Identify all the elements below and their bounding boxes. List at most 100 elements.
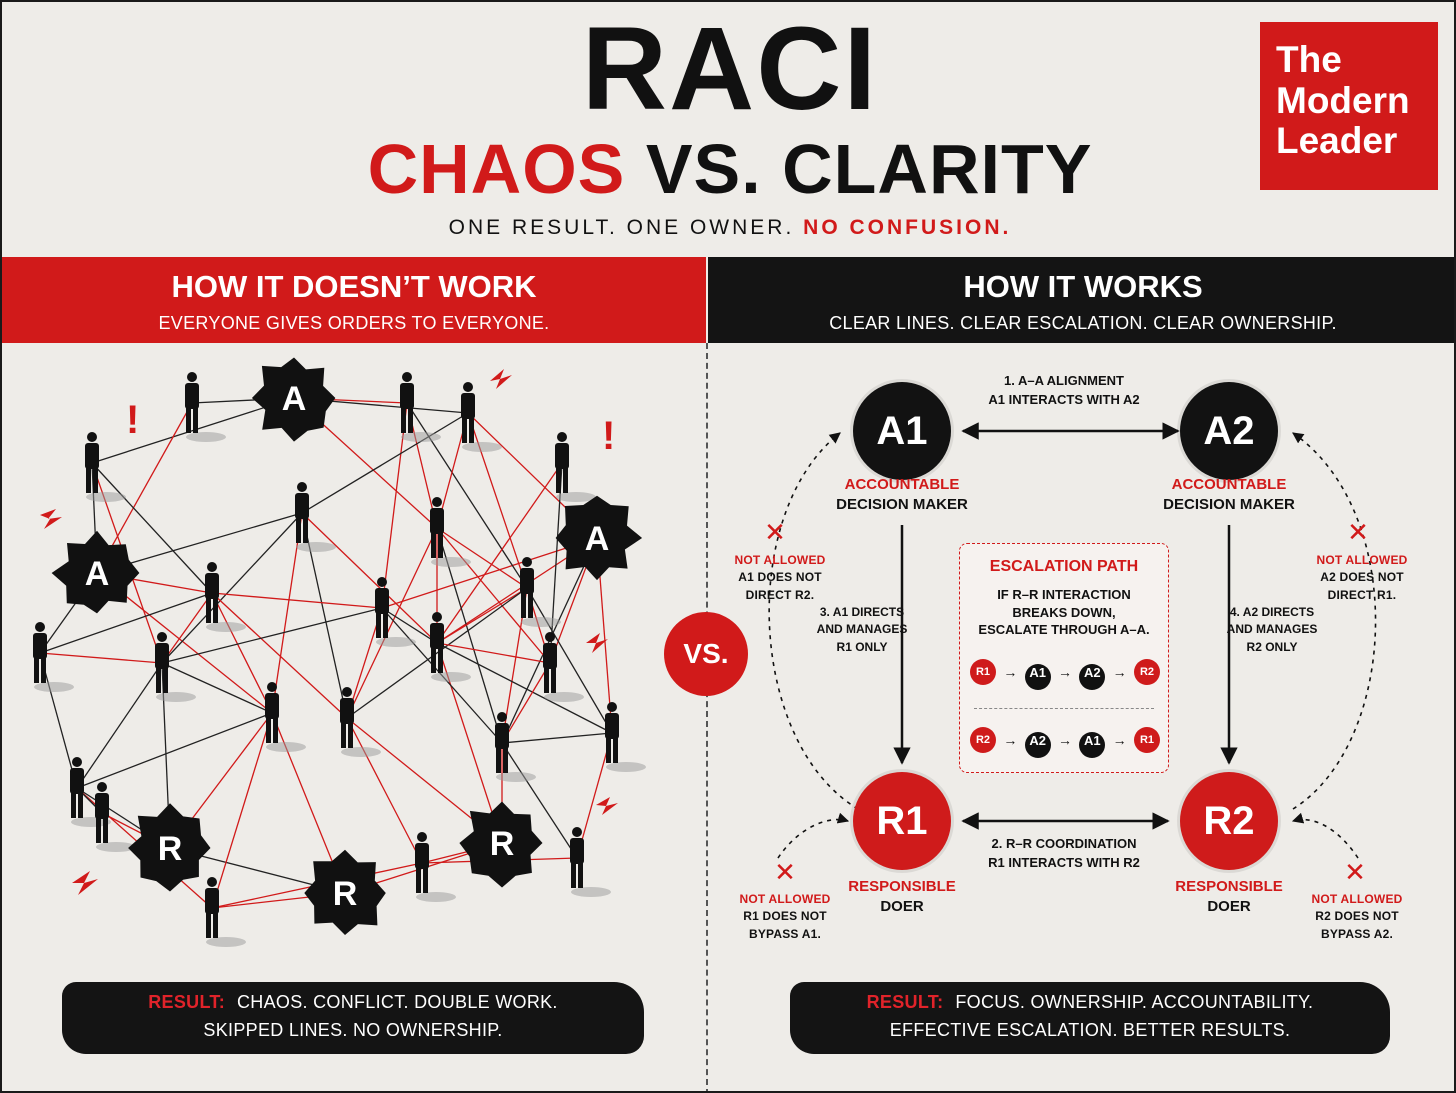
role-a1-title: ACCOUNTABLE — [792, 475, 1012, 495]
aa-alignment-label: 1. A–A ALIGNMENT A1 INTERACTS WITH A2 — [959, 372, 1169, 410]
hub-label: A — [85, 555, 110, 593]
chaos-arrow-line — [40, 653, 162, 663]
a1-directs-label: 3. A1 DIRECTS AND MANAGES R1 ONLY — [792, 604, 932, 656]
exclaim-icon: ! — [126, 398, 139, 442]
logo-line-1: The — [1276, 40, 1422, 81]
rr-coordination-label: 2. R–R COORDINATION R1 INTERACTS WITH R2 — [959, 835, 1169, 873]
person-silhouette-icon — [295, 482, 336, 552]
node-r2: R2 — [1180, 772, 1278, 870]
r2-bypass-dashed-path — [1293, 820, 1358, 858]
chaos-arrow-line — [382, 538, 597, 608]
chaos-hub-accountable: A — [556, 496, 643, 580]
role-a1: ACCOUNTABLE DECISION MAKER — [792, 475, 1012, 514]
a2-directs-label: 4. A2 DIRECTS AND MANAGES R2 ONLY — [1202, 604, 1342, 656]
chaos-hub-accountable: A — [252, 358, 336, 442]
person-silhouette-icon — [205, 562, 246, 632]
chaos-arrow-line — [212, 713, 272, 908]
chaos-arrow-line — [437, 588, 527, 643]
person-silhouette-icon — [415, 832, 456, 902]
lightning-icon — [72, 871, 98, 895]
x-icon: ✕ — [770, 857, 800, 888]
person-silhouette-icon — [155, 632, 196, 702]
role-r2-desc: DOER — [1207, 898, 1250, 915]
not-allowed-tr: NOT ALLOWED A2 DOES NOT DIRECT R1. — [1307, 552, 1417, 604]
lightning-icon — [490, 369, 512, 389]
chaos-arrow-line — [77, 713, 272, 788]
chaos-hub-accountable: A — [52, 531, 140, 614]
logo-line-2: Modern — [1276, 81, 1422, 122]
person-silhouette-icon — [265, 682, 306, 752]
chaos-network-illustration: A A A R R R ! ! — [2, 343, 706, 983]
x-icon: ✕ — [1340, 857, 1370, 888]
node-a2: A2 — [1180, 382, 1278, 480]
node-a1: A1 — [853, 382, 951, 480]
person-silhouette-icon — [461, 382, 502, 452]
x-icon: ✕ — [760, 517, 790, 548]
chaos-arrow-line — [437, 528, 550, 663]
chaos-hub-responsible: R — [304, 850, 386, 935]
main-title: RACI — [2, 10, 1456, 128]
brand-logo: The Modern Leader — [1260, 22, 1438, 190]
hub-label: A — [282, 380, 307, 418]
chaos-arrow-line — [77, 663, 162, 788]
chaos-warning-marks: ! ! — [40, 369, 618, 895]
person-silhouette-icon — [95, 782, 136, 852]
arrow-right-icon: → — [1058, 732, 1072, 748]
chaos-arrow-line — [162, 663, 272, 713]
person-silhouette-icon — [85, 432, 126, 502]
right-heading: HOW IT WORKS — [708, 269, 1456, 305]
not-allowed-br: NOT ALLOWED R2 DOES NOT BYPASS A2. — [1302, 891, 1412, 943]
exclaim-icon: ! — [602, 414, 615, 458]
chaos-arrow-line — [212, 593, 272, 713]
left-subheading: EVERYONE GIVES ORDERS TO EVERYONE. — [2, 313, 706, 334]
person-silhouette-icon — [495, 712, 536, 782]
role-a2: ACCOUNTABLE DECISION MAKER — [1119, 475, 1339, 514]
chaos-hub-responsible: R — [128, 803, 210, 891]
chaos-hub-responsible: R — [459, 802, 542, 888]
x-icon: ✕ — [1343, 517, 1373, 548]
r1-bypass-dashed-path — [778, 820, 848, 858]
not-allowed-bl: NOT ALLOWED R1 DOES NOT BYPASS A1. — [730, 891, 840, 943]
right-banner: HOW IT WORKS CLEAR LINES. CLEAR ESCALATI… — [708, 257, 1456, 343]
chaos-arrow-line — [212, 593, 347, 718]
escalation-desc: IF R–R INTERACTION BREAKS DOWN, ESCALATE… — [960, 586, 1168, 639]
person-silhouette-icon — [430, 497, 471, 567]
tagline-red: NO CONFUSION. — [803, 216, 1011, 239]
arrow-right-icon: → — [1003, 732, 1017, 748]
role-a2-desc: DECISION MAKER — [1163, 496, 1295, 513]
tagline-main: ONE RESULT. ONE OWNER. — [449, 216, 795, 239]
chaos-arrow-line — [437, 643, 550, 663]
node-r1: R1 — [853, 772, 951, 870]
role-a2-title: ACCOUNTABLE — [1119, 475, 1339, 495]
escalation-separator — [974, 708, 1154, 709]
role-r1-desc: DOER — [880, 898, 923, 915]
tagline: ONE RESULT. ONE OWNER. NO CONFUSION. — [2, 216, 1456, 240]
escalation-chain-2: R2 → A2 → A1 → R1 — [970, 726, 1160, 754]
arrow-right-icon: → — [1113, 732, 1127, 748]
chaos-arrow-line — [468, 413, 527, 588]
role-a1-desc: DECISION MAKER — [836, 496, 968, 513]
chaos-arrow-line — [502, 733, 612, 743]
hub-label: R — [490, 825, 515, 863]
person-silhouette-icon — [375, 577, 416, 647]
not-allowed-tl: NOT ALLOWED A1 DOES NOT DIRECT R2. — [725, 552, 835, 604]
right-subheading: CLEAR LINES. CLEAR ESCALATION. CLEAR OWN… — [708, 313, 1456, 334]
escalation-title: ESCALATION PATH — [960, 558, 1168, 576]
person-silhouette-icon — [605, 702, 646, 772]
hub-label: A — [585, 520, 610, 558]
hub-label: R — [333, 875, 358, 913]
result-chaos: RESULT:CHAOS. CONFLICT. DOUBLE WORK. SKI… — [62, 982, 644, 1054]
chaos-arrow-line — [502, 663, 550, 743]
person-silhouette-icon — [570, 827, 611, 897]
left-heading: HOW IT DOESN’T WORK — [2, 269, 706, 305]
logo-line-3: Leader — [1276, 121, 1422, 162]
escalation-chain-1: R1 → A1 → A2 → R2 — [970, 658, 1160, 686]
escalation-path-box: ESCALATION PATH IF R–R INTERACTION BREAK… — [959, 543, 1169, 773]
person-silhouette-icon — [205, 877, 246, 947]
result-clarity: RESULT:FOCUS. OWNERSHIP. ACCOUNTABILITY.… — [790, 982, 1390, 1054]
subtitle: CHAOS VS. CLARITY — [2, 134, 1456, 204]
arrow-right-icon: → — [1113, 664, 1127, 680]
chaos-arrow-line — [382, 403, 407, 608]
left-banner: HOW IT DOESN’T WORK EVERYONE GIVES ORDER… — [2, 257, 706, 343]
